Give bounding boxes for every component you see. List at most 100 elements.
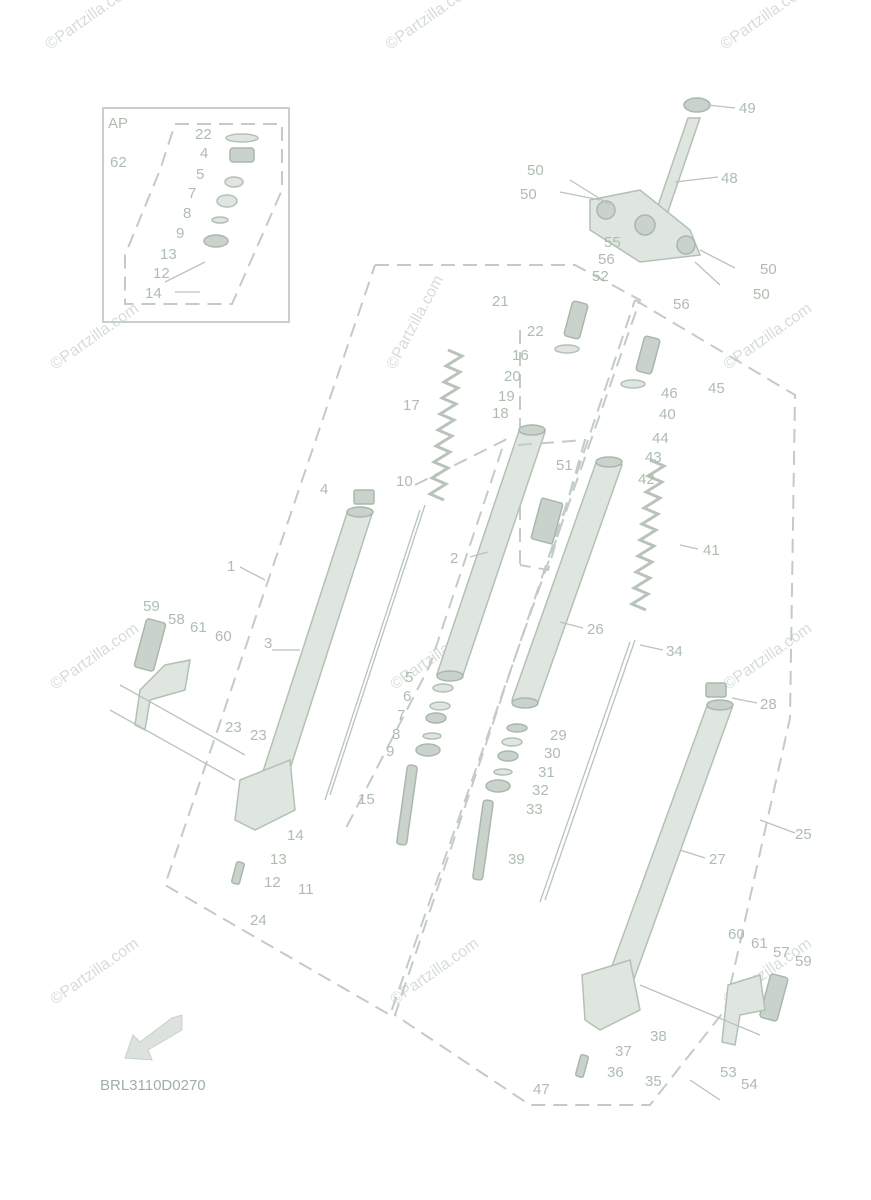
callout-6: 6 <box>403 688 411 705</box>
hose-line-left <box>119 684 246 756</box>
callout-5: 5 <box>405 669 413 686</box>
axle-holder-right <box>581 959 641 1031</box>
callout-5: 5 <box>196 166 204 183</box>
callout-60: 60 <box>215 628 232 645</box>
axle-holder-left <box>234 758 296 831</box>
callout-20: 20 <box>504 368 521 385</box>
rod-15 <box>396 764 418 846</box>
callout-38: 38 <box>650 1028 667 1045</box>
callout-50: 50 <box>760 261 777 278</box>
callout-56: 56 <box>673 296 690 313</box>
callout-32: 32 <box>532 782 549 799</box>
bolt-50 <box>569 179 611 206</box>
inset-part-12-13 <box>164 261 206 283</box>
inset-part-5 <box>224 176 244 188</box>
callout-53: 53 <box>720 1064 737 1081</box>
spring-41 <box>628 458 668 612</box>
callout-51: 51 <box>556 457 573 474</box>
washer-stack-right <box>485 723 528 793</box>
callout-22: 22 <box>195 126 212 143</box>
inner-tube-26-top <box>595 456 623 468</box>
callout-31: 31 <box>538 764 555 781</box>
front-direction-arrow-icon <box>124 1014 183 1061</box>
watermarks: ©Partzilla.com ©Partzilla.com ©Partzilla… <box>43 0 815 1008</box>
callout-54: 54 <box>741 1076 758 1093</box>
callout-4: 4 <box>320 481 328 498</box>
bolt-50 <box>694 261 721 286</box>
watermark: ©Partzilla.com <box>384 273 448 372</box>
upper-bracket-hole <box>596 200 616 220</box>
outer-tube-27 <box>603 702 733 991</box>
hose-line-left-b <box>109 709 236 781</box>
callout-14: 14 <box>287 827 304 844</box>
callout-10: 10 <box>396 473 413 490</box>
callout-56: 56 <box>598 251 615 268</box>
callout-41: 41 <box>703 542 720 559</box>
callout-40: 40 <box>659 406 676 423</box>
watermark: ©Partzilla.com <box>383 0 477 53</box>
callout-52: 52 <box>592 268 609 285</box>
inner-damper-outline-left <box>344 438 507 831</box>
hose-line-right <box>639 984 761 1036</box>
bolt-12-left <box>230 861 246 885</box>
inset-part-9 <box>203 234 229 248</box>
callout-61: 61 <box>190 619 207 636</box>
callout-23: 23 <box>250 727 267 744</box>
watermark: ©Partzilla.com <box>718 0 812 53</box>
callout-9: 9 <box>386 743 394 760</box>
inset-label: AP <box>108 115 128 132</box>
callout-50: 50 <box>527 162 544 179</box>
watermark: ©Partzilla.com <box>48 300 142 373</box>
bolt-50 <box>699 249 736 269</box>
cartridge-outline <box>517 438 587 572</box>
callouts: 49 48 50 50 50 50 55 56 52 56 21 22 16 2… <box>143 100 812 1098</box>
callout-59: 59 <box>795 953 812 970</box>
inset-ap: AP 62 22 4 5 7 8 9 13 12 14 <box>102 107 290 323</box>
callout-45: 45 <box>708 380 725 397</box>
cap-bolt-left <box>563 300 589 340</box>
callout-57: 57 <box>773 944 790 961</box>
callout-29: 29 <box>550 727 567 744</box>
callout-44: 44 <box>652 430 669 447</box>
spring-17 <box>426 348 466 502</box>
callout-39: 39 <box>508 851 525 868</box>
callout-30: 30 <box>544 745 561 762</box>
bracket-57 <box>721 974 766 1046</box>
callout-26: 26 <box>587 621 604 638</box>
callout-55: 55 <box>604 234 621 251</box>
callout-36: 36 <box>607 1064 624 1081</box>
callout-35: 35 <box>645 1073 662 1090</box>
outer-tube-3 <box>254 509 373 801</box>
callout-61: 61 <box>751 935 768 952</box>
inset-part-8 <box>211 216 229 224</box>
watermark: ©Partzilla.com <box>721 620 815 693</box>
cartridge-51 <box>530 497 564 545</box>
inner-tube-26-bottom <box>511 697 539 709</box>
o-ring-22 <box>554 344 580 354</box>
callout-27: 27 <box>709 851 726 868</box>
callout-13: 13 <box>270 851 287 868</box>
inset-part-7 <box>216 194 238 208</box>
callout-12: 12 <box>153 265 170 282</box>
damper-rod-34 <box>544 639 636 901</box>
bolt-47 <box>574 1054 590 1078</box>
callout-8: 8 <box>183 205 191 222</box>
inner-tube-2-top <box>518 424 546 436</box>
stem-nut <box>683 97 711 113</box>
rod-39 <box>472 799 494 881</box>
inset-frame <box>102 107 290 323</box>
callout-11: 11 <box>298 881 314 898</box>
callout-8: 8 <box>392 726 400 743</box>
callout-22: 22 <box>527 323 544 340</box>
diagram-code: BRL3110D0270 <box>100 1077 206 1094</box>
callout-25: 25 <box>795 826 812 843</box>
damper-rod-34b <box>539 641 631 903</box>
damper-rod-10 <box>329 504 426 796</box>
callout-14: 14 <box>145 285 162 302</box>
callout-19: 19 <box>498 388 515 405</box>
callout-13: 13 <box>160 246 177 263</box>
callout-21: 21 <box>492 293 509 310</box>
callout-12: 12 <box>264 874 281 891</box>
